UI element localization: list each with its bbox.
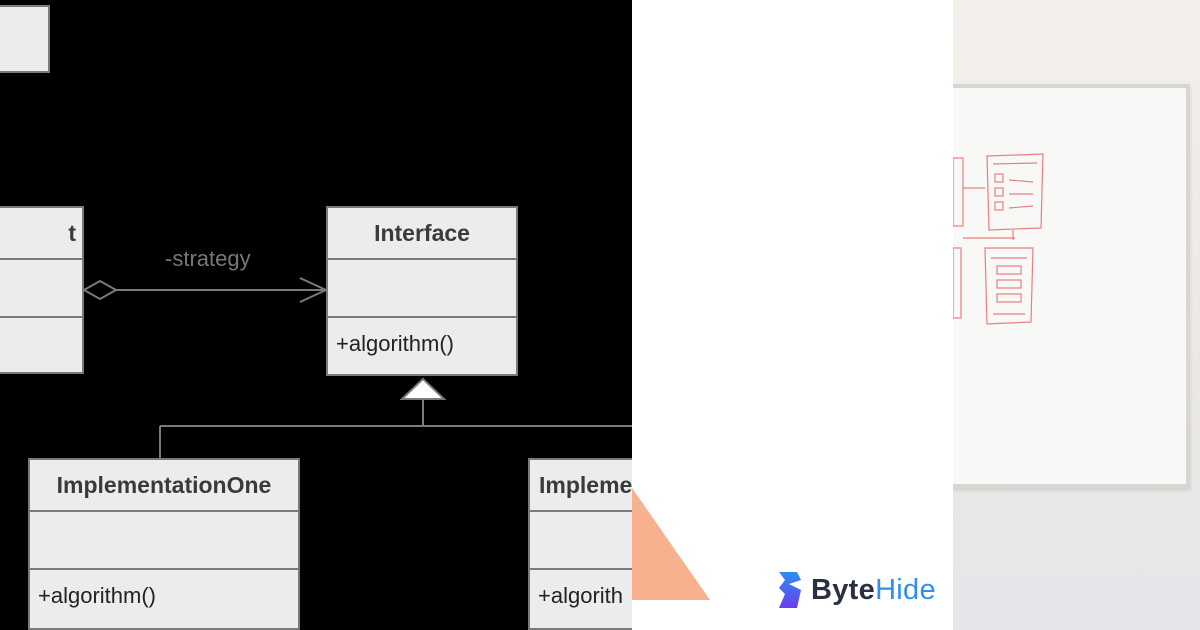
whiteboard-sketch	[953, 153, 1044, 325]
implementation-one-attributes	[30, 512, 298, 570]
strategy-edge-label: -strategy	[165, 246, 251, 271]
inheritance-triangle	[399, 377, 447, 400]
interface-class-operation: +algorithm()	[336, 331, 454, 356]
implementation-one-operation: +algorithm()	[38, 583, 156, 608]
whiteboard	[953, 84, 1190, 488]
interface-class-attributes	[328, 260, 516, 318]
context-class-attributes	[0, 260, 82, 318]
whiteboard-photo	[953, 0, 1200, 630]
interface-class-title: Interface	[328, 208, 516, 260]
bytehide-logo: ByteHide	[775, 570, 936, 610]
context-class-operations	[0, 318, 82, 370]
interface-class-box: Interface +algorithm()	[326, 206, 518, 376]
implementation-one-title: ImplementationOne	[30, 460, 298, 512]
bytehide-wordmark: ByteHide	[811, 573, 936, 606]
implementation-two-class-box: Impleme +algorith	[528, 458, 632, 630]
implementation-two-operation: +algorith	[538, 583, 624, 608]
aggregation-diamond	[81, 279, 119, 301]
context-class-box: t	[0, 206, 84, 374]
implementation-two-title: Impleme	[530, 460, 632, 512]
bytehide-logo-icon	[779, 572, 801, 608]
accent-triangle	[632, 488, 710, 600]
context-class-title: t	[0, 208, 82, 260]
implementation-one-class-box: ImplementationOne +algorithm()	[28, 458, 300, 630]
uml-connectors	[81, 277, 632, 458]
uml-diagram-panel: t -strategy Interface +algorithm() Imple…	[0, 5, 632, 630]
partial-note-box	[0, 5, 50, 73]
implementation-two-attributes	[530, 512, 632, 570]
